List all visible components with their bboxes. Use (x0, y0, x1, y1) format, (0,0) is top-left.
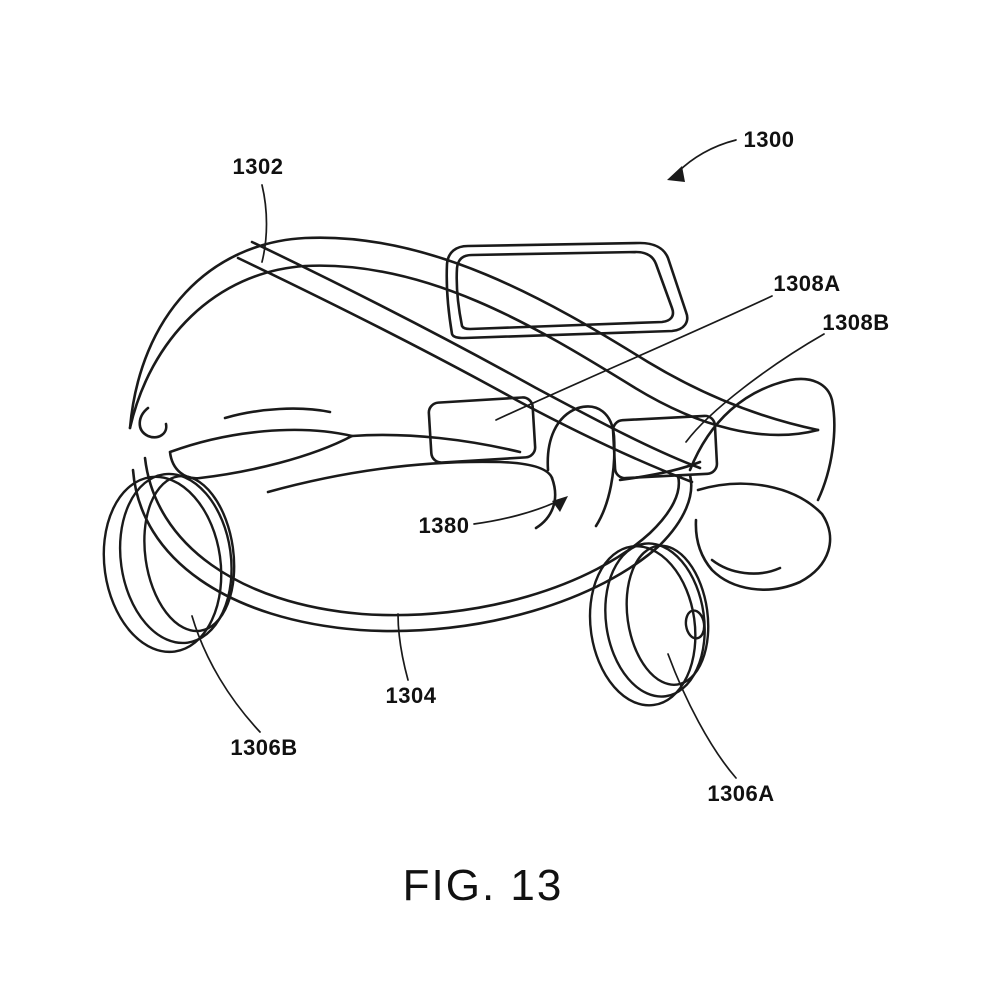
arrowhead-1300 (667, 166, 685, 182)
right-wheel-rim-mid (604, 542, 706, 698)
right-wheel-rim-outer (588, 545, 697, 707)
ref-label-1380: 1380 (418, 513, 470, 538)
ref-label-1306B: 1306B (230, 735, 298, 760)
left-wheel (102, 472, 236, 654)
leader-line-1308B (685, 333, 825, 443)
arrowheads-group (552, 166, 685, 512)
windshield-panel (445, 241, 689, 340)
ref-label-1302: 1302 (232, 154, 284, 179)
leader-line-1306A (667, 653, 737, 779)
nose-hook (138, 406, 168, 439)
ref-label-1308B: 1308B (822, 310, 890, 335)
right-wheel-hub (684, 609, 706, 640)
vehicle-body-group (102, 236, 836, 707)
ref-label-1300: 1300 (743, 127, 795, 152)
left-wheel-face (143, 474, 236, 633)
leader-line-1300 (677, 139, 737, 173)
rear-fender (694, 482, 832, 591)
windshield-outer (445, 241, 689, 340)
leader-lines-group (191, 139, 825, 779)
side-panel-1308A (427, 396, 537, 464)
interior-arch (546, 405, 616, 528)
crossing-band-edge-1 (250, 240, 702, 470)
front-nose-details (138, 406, 522, 480)
right-wheel (588, 542, 710, 707)
front-fender (168, 428, 354, 480)
rear-fender-inner (710, 558, 782, 575)
frame-band-upper-edge (128, 236, 820, 432)
lower-body-loop (131, 456, 693, 633)
frame-band-crossing (236, 240, 702, 484)
ref-label-1308A: 1308A (773, 271, 841, 296)
rear-pillar (688, 377, 836, 502)
crossing-band-edge-2 (236, 256, 694, 484)
arrowhead-1380 (552, 496, 568, 512)
interior-seat-line (266, 460, 554, 494)
frame-band-lower-edge (128, 264, 820, 437)
leader-line-1304 (397, 613, 409, 681)
lower-loop-inner (143, 456, 681, 617)
leader-line-1302 (261, 184, 268, 263)
interior-details (266, 405, 702, 530)
leader-line-1308A (495, 295, 773, 421)
ref-label-1306A: 1306A (707, 781, 775, 806)
ref-label-1304: 1304 (385, 683, 437, 708)
leader-line-1380 (473, 501, 557, 525)
interior-seat-curve (534, 476, 557, 530)
beltline-front (350, 433, 522, 454)
leader-line-1306B (191, 615, 261, 733)
left-wheel-rim-outer (102, 475, 223, 654)
lower-loop-outer (131, 468, 693, 633)
right-wheel-face (625, 544, 710, 686)
figure-caption: FIG. 13 (402, 861, 564, 910)
left-wheel-rim-mid (118, 472, 233, 645)
frame-band-upper (128, 236, 820, 437)
rear-section (688, 377, 836, 591)
hood-line (223, 407, 332, 420)
windshield-inner (455, 250, 675, 331)
